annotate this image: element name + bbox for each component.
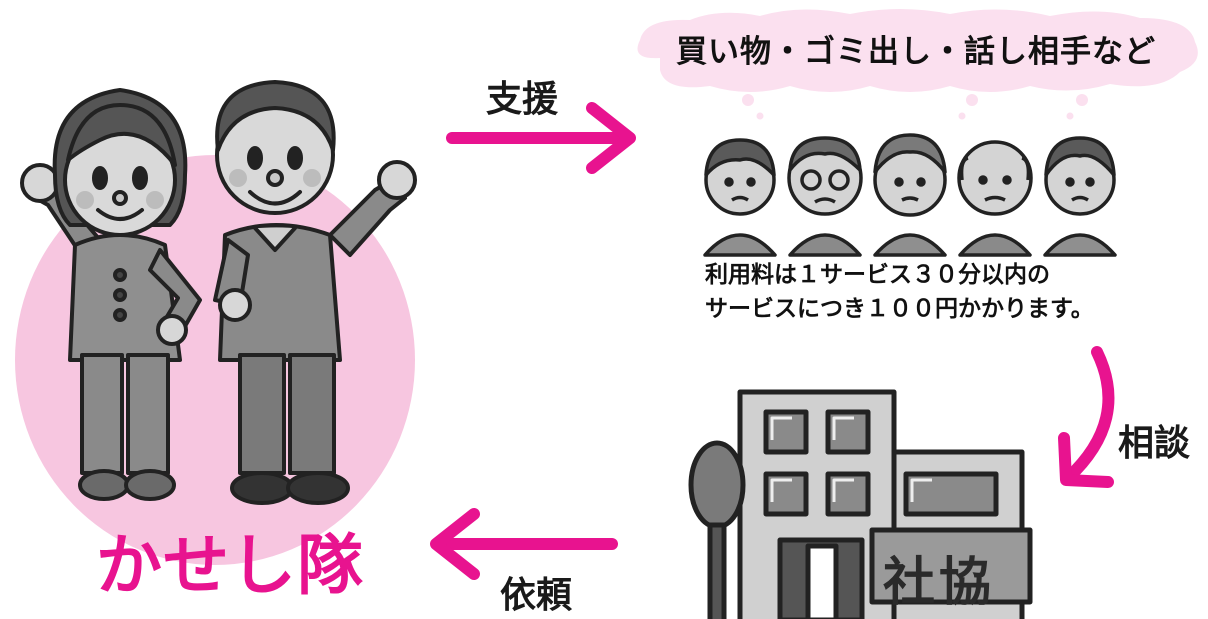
- thought-cloud-icon: [637, 9, 1198, 120]
- needs-cloud-text: 買い物・ゴミ出し・話し相手など: [676, 34, 1156, 70]
- fee-note-line-2: サービスにつき１００円かかります。: [705, 296, 1094, 322]
- senior-4: [957, 140, 1033, 257]
- volunteer-couple-icon: [20, 80, 417, 505]
- volunteer-team-name: かせし隊: [96, 527, 364, 604]
- support-label: 支援: [486, 79, 559, 120]
- request-label: 依頼: [500, 575, 573, 616]
- seniors-group-icon: [703, 133, 1117, 257]
- arrow-consult-icon: [1058, 346, 1115, 488]
- senior-5: [1043, 136, 1117, 257]
- arrow-request-icon: [430, 508, 618, 580]
- office-sign-text: 社協: [883, 553, 996, 613]
- senior-1: [703, 138, 777, 257]
- senior-2: [787, 136, 863, 257]
- consult-label: 相談: [1118, 423, 1191, 464]
- senior-3: [873, 133, 947, 257]
- fee-note: 利用料は１サービス３０分以内の サービスにつき１００円かかります。: [705, 258, 1094, 326]
- office-building-icon: [688, 389, 1033, 619]
- fee-note-line-1: 利用料は１サービス３０分以内の: [705, 262, 1050, 288]
- arrow-support-icon: [446, 102, 636, 174]
